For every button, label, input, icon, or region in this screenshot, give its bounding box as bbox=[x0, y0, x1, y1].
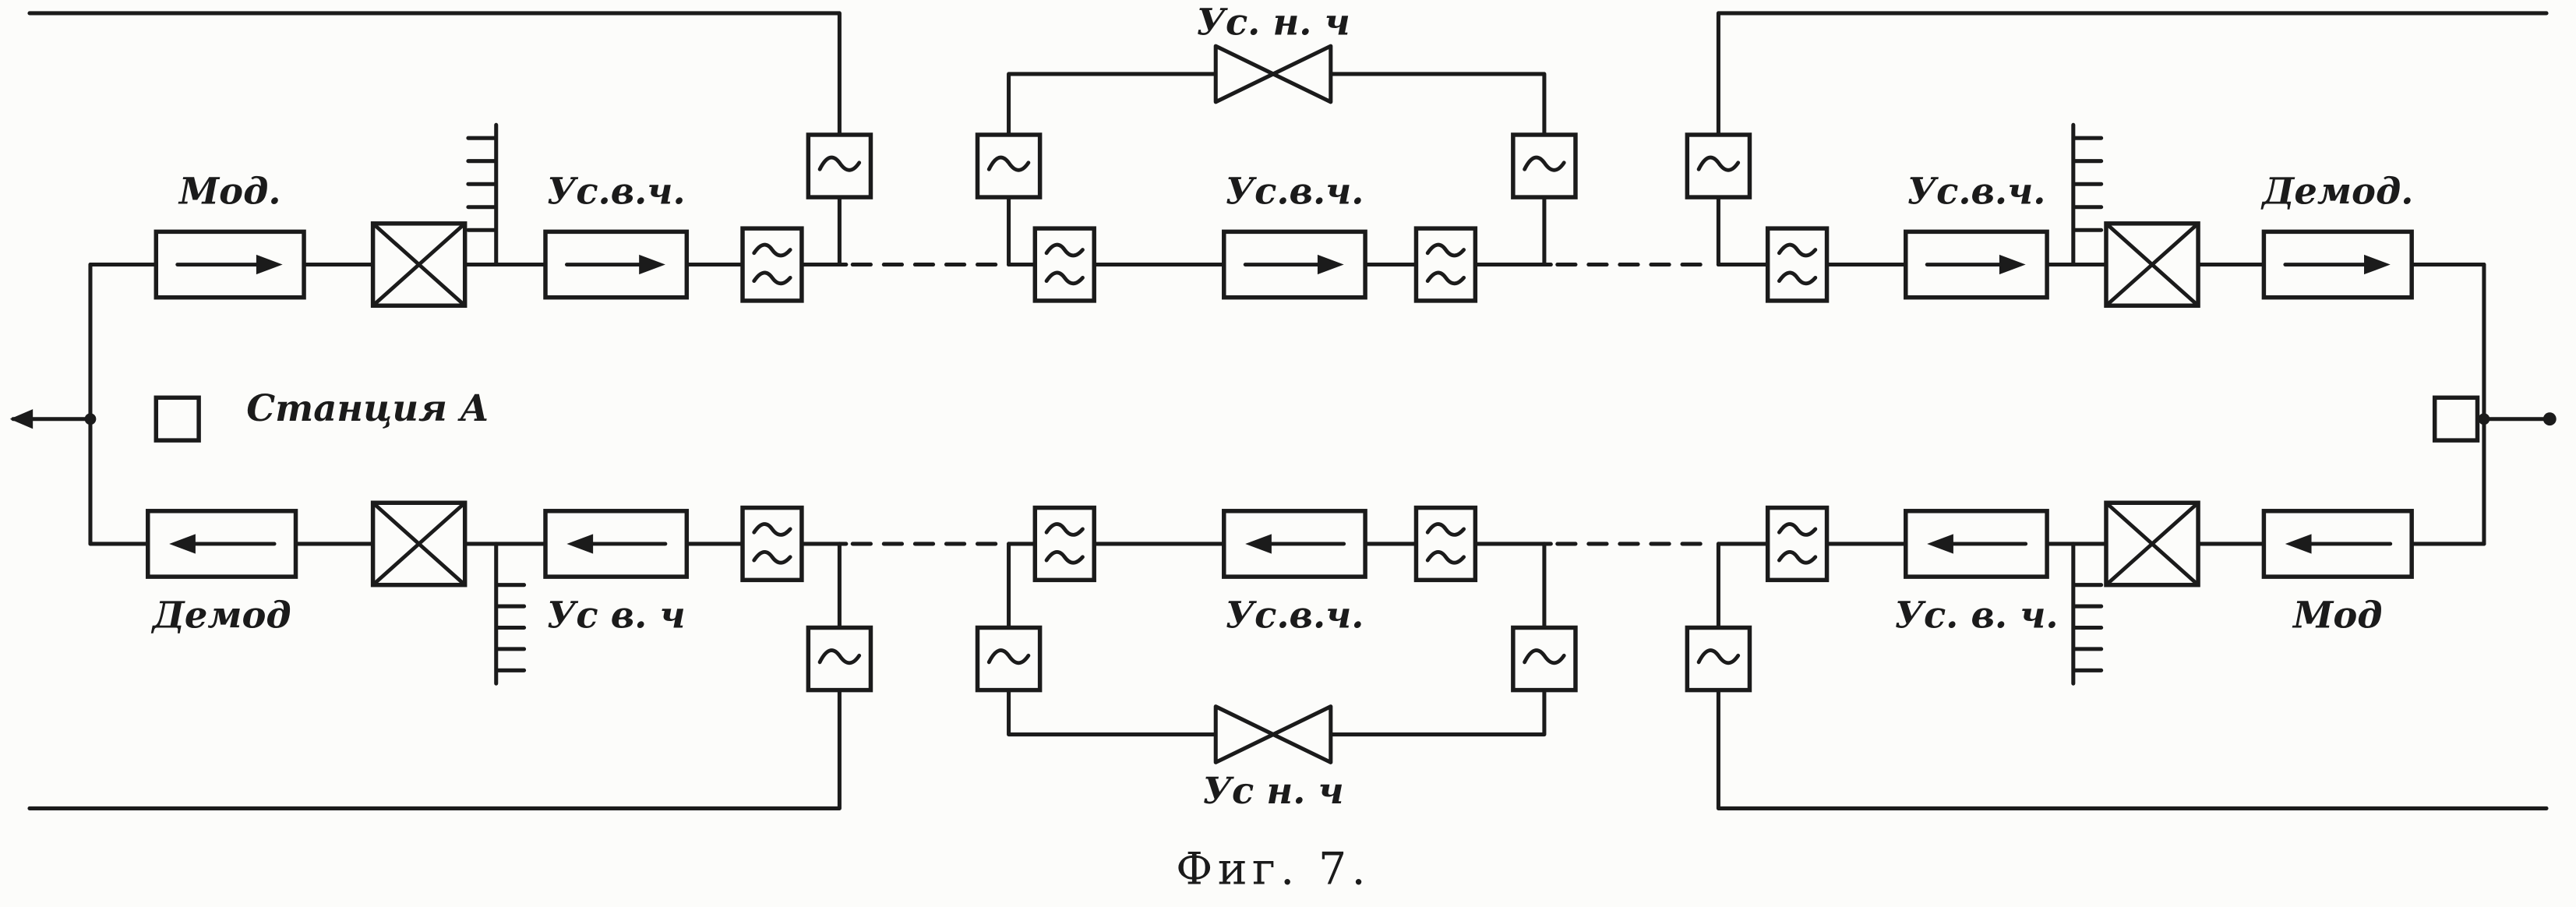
junction-dot-left bbox=[84, 413, 97, 425]
station-a-label: Станция А bbox=[246, 386, 489, 429]
hf-amplifier-block-bottom-right bbox=[1906, 511, 2047, 577]
wire-carrier-bottom-middle bbox=[1007, 542, 1547, 737]
demodulator-top-label: Демод. bbox=[2260, 170, 2413, 213]
modulator-bottom-label: Мод bbox=[2292, 593, 2383, 636]
hf-amplifier-block-bottom-middle bbox=[1224, 511, 1365, 577]
lf-amp-top-label: Ус. н. ч bbox=[1196, 0, 1350, 43]
hf-amp-bottom-right-label: Ус. в. ч. bbox=[1894, 593, 2058, 636]
channel-comb-icon-top-right bbox=[2071, 122, 2104, 267]
demodulator-block-top bbox=[2264, 231, 2412, 297]
hf-amplifier-block-top-middle bbox=[1224, 231, 1365, 297]
station-b-terminal-box bbox=[2432, 395, 2480, 443]
station-a-terminal-box bbox=[154, 395, 201, 443]
filter-icon-top-station-a bbox=[743, 228, 802, 301]
filter-icon-top-repeater-right bbox=[1416, 228, 1475, 301]
hf-amp-top-right-label: Ус.в.ч. bbox=[1907, 170, 2045, 213]
junction-dot-right bbox=[2478, 413, 2490, 425]
hf-amp-top-middle-label: Ус.в.ч. bbox=[1225, 170, 1364, 213]
modulator-block-top bbox=[156, 231, 304, 297]
oscillator-icon-bottom-repeater-right bbox=[1513, 627, 1576, 690]
oscillator-icon-bottom-station-a bbox=[808, 627, 870, 690]
mixer-icon-bottom-left bbox=[373, 503, 465, 584]
filter-icon-bottom-station-a bbox=[743, 508, 802, 581]
hf-amplifier-block-top-right bbox=[1906, 231, 2047, 297]
hf-amp-top-left-label: Ус.в.ч. bbox=[547, 170, 686, 213]
lf-amplifier-bowtie-icon-bottom bbox=[1216, 707, 1331, 763]
oscillator-icon-bottom-station-b bbox=[1687, 627, 1749, 690]
mixer-icon-top-right bbox=[2106, 224, 2198, 305]
figure-caption: Фиг. 7. bbox=[1176, 843, 1371, 895]
modulator-block-bottom bbox=[2264, 511, 2412, 577]
filter-icon-bottom-repeater-right bbox=[1416, 508, 1475, 581]
hf-amp-bottom-middle-label: Ус.в.ч. bbox=[1225, 593, 1364, 636]
hf-amplifier-block-bottom-left bbox=[545, 511, 686, 577]
wire-carrier-top-middle bbox=[1007, 72, 1547, 267]
hf-amp-bottom-left-label: Ус в. ч bbox=[547, 593, 686, 636]
oscillator-icon-top-station-a bbox=[808, 135, 870, 197]
oscillator-icon-top-station-b bbox=[1687, 135, 1749, 197]
lf-amp-bottom-label: Ус н. ч bbox=[1202, 769, 1343, 812]
line-end-arrow-icon-left bbox=[9, 409, 34, 429]
mixer-icon-top-left bbox=[373, 224, 465, 305]
filter-icon-bottom-repeater-left bbox=[1035, 508, 1094, 581]
channel-comb-icon-bottom-right bbox=[2071, 542, 2104, 686]
demodulator-block-bottom bbox=[148, 511, 296, 577]
oscillator-icon-top-repeater-right bbox=[1513, 135, 1576, 197]
channel-comb-icon-bottom-left bbox=[494, 542, 527, 686]
channel-comb-icon-top-left bbox=[466, 122, 499, 267]
filter-icon-bottom-station-b bbox=[1768, 508, 1827, 581]
hf-amplifier-block-top-left bbox=[545, 231, 686, 297]
oscillator-icon-top-repeater-left bbox=[978, 135, 1040, 197]
lf-amplifier-bowtie-icon-top bbox=[1216, 46, 1331, 102]
line-end-dot-right bbox=[2542, 412, 2557, 426]
mixer-icon-bottom-right bbox=[2106, 503, 2198, 584]
demodulator-bottom-label: Демод bbox=[151, 593, 291, 636]
filter-icon-top-station-b bbox=[1768, 228, 1827, 301]
oscillator-icon-bottom-repeater-left bbox=[978, 627, 1040, 690]
filter-icon-top-repeater-left bbox=[1035, 228, 1094, 301]
modulator-top-label: Мод. bbox=[178, 170, 281, 213]
